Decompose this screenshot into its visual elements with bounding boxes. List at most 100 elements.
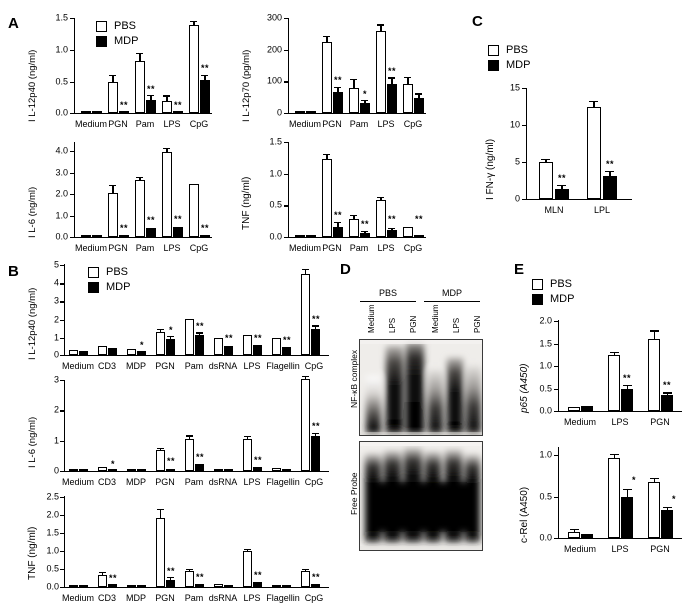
bar-mdp <box>333 92 343 113</box>
gel-row-label-nfkb: NF-κB complex <box>349 349 359 408</box>
gel-group-rule-mdp <box>424 301 480 303</box>
xtick-label: PGN <box>650 544 670 554</box>
chart-a3-ylabel: I L-6 (ng/ml) <box>27 186 38 238</box>
sig-marker: * <box>631 475 637 485</box>
ytick-label: 100 <box>266 75 282 86</box>
bar-mdp <box>173 110 183 113</box>
xtick-label: LPS <box>243 361 261 371</box>
legend-item-mdp: MDP <box>96 35 138 47</box>
gel-group-label-mdp: MDP <box>442 288 462 298</box>
xtick-label: PGN <box>322 243 342 253</box>
xtick-label: LPS <box>243 593 261 603</box>
ytick-label: 0.5 <box>55 76 68 87</box>
sig-marker: ** <box>108 572 118 583</box>
bar-pbs <box>69 584 78 587</box>
sig-marker: ** <box>605 159 615 169</box>
legend-label-mdp: MDP <box>106 280 131 293</box>
xtick-label: Medium <box>74 243 108 253</box>
bar-mdp <box>173 226 183 237</box>
sig-marker: ** <box>557 173 567 183</box>
ytick-label: 0.0 <box>55 107 68 118</box>
ytick-label: 1.0 <box>55 210 68 220</box>
ytick-label: 1 <box>53 435 59 446</box>
ytick-label: 0.5 <box>539 383 552 393</box>
chart-a4-plot: 1.5 1.0 0.5 0.0 ** ** ** ** Medium <box>269 137 426 253</box>
xtick-label: CpG <box>189 119 209 129</box>
bar-mdp <box>108 584 117 587</box>
bar-mdp <box>79 351 88 355</box>
xtick-label: MLN <box>544 205 564 215</box>
xtick-label: Pam <box>184 593 204 603</box>
bar-pbs <box>539 162 553 199</box>
chart-e1-p65: p65 (A450) 2.0 1.5 1.0 0.5 0.0 ** ** Med… <box>500 316 695 434</box>
bar-mdp <box>146 99 156 113</box>
bar-pbs <box>243 438 252 471</box>
legend-label-mdp: MDP <box>506 58 531 71</box>
ytick-label: 1.5 <box>269 136 282 147</box>
xtick-label: MDP <box>126 361 146 371</box>
bar-mdp <box>119 234 129 237</box>
ytick-label: 0 <box>53 349 59 360</box>
ytick-label: 2 <box>53 404 59 415</box>
ytick-label: 4.0 <box>55 145 68 156</box>
sig-marker: ** <box>333 210 343 220</box>
y-axis <box>64 496 66 588</box>
gel-image-nfkb-complex <box>359 339 483 436</box>
bar-mdp <box>224 584 233 587</box>
ytick-label: 0.0 <box>46 581 59 592</box>
sig-marker: ** <box>166 456 176 466</box>
ytick-label: 3.0 <box>55 167 68 177</box>
sig-marker: * <box>671 494 677 504</box>
bar-mdp <box>311 583 320 587</box>
bar-pbs <box>162 151 172 237</box>
bar-pbs <box>127 349 136 355</box>
ytick-label: 3 <box>53 374 59 385</box>
bar-pbs <box>108 81 118 113</box>
x-axis <box>526 198 632 200</box>
bar-mdp <box>282 347 291 355</box>
gel-nfkb-svg <box>360 340 482 435</box>
ytick-label: 0 <box>53 465 59 476</box>
sig-marker: ** <box>387 214 397 224</box>
y-axis <box>288 142 290 238</box>
bar-mdp <box>621 388 633 411</box>
sig-marker: ** <box>282 335 292 345</box>
bar-pbs <box>295 110 305 113</box>
bar-pbs <box>98 574 107 587</box>
legend-swatch-mdp <box>88 281 99 293</box>
y-axis <box>74 18 76 114</box>
ytick-label: 0.0 <box>539 405 552 416</box>
bar-mdp <box>79 468 88 471</box>
chart-a3-plot: 4.0 3.0 2.0 1.0 0.0 ** ** ** ** Medium P… <box>55 142 212 253</box>
xtick-label: dsRNA <box>208 477 238 487</box>
bar-pbs <box>295 234 305 237</box>
legend-swatch-pbs <box>488 44 499 56</box>
bar-mdp <box>108 347 117 355</box>
bar-mdp <box>224 345 233 355</box>
xtick-label: Medium <box>61 361 95 371</box>
y-axis <box>558 447 560 539</box>
ytick-label: 1.5 <box>55 12 68 23</box>
xtick-label: LPS <box>163 243 181 253</box>
bar-pbs <box>81 110 91 113</box>
bar-pbs <box>301 274 310 355</box>
panel-e-letter: E <box>514 261 525 278</box>
xtick-label: LPS <box>243 477 261 487</box>
xtick-label: dsRNA <box>208 361 238 371</box>
chart-a1-plot: 1.5 1.0 0.5 0.0 ** ** ** ** <box>55 13 212 129</box>
ytick-label: 5 <box>53 259 59 270</box>
ytick-label: 1.0 <box>539 449 552 460</box>
xtick-label: LPS <box>611 544 629 554</box>
panel-d: D PBS MDP Medium LPS PGN Medium LPS PGN … <box>334 258 500 609</box>
bar-mdp <box>166 468 175 471</box>
xtick-label: Medium <box>288 119 322 129</box>
bar-pbs <box>214 583 223 587</box>
chart-b2-plot: 3 2 1 0 * ** ** ** <box>54 375 329 487</box>
chart-b3-plot: 2.5 2.0 1.5 1.0 0.5 0.0 ** ** ** <box>46 492 329 603</box>
bar-pbs <box>322 158 332 237</box>
sig-marker: ** <box>146 84 156 94</box>
xtick-label: Medium <box>61 593 95 603</box>
bar-pbs <box>376 31 386 113</box>
bar-pbs <box>214 468 223 471</box>
xtick-label: LPS <box>163 119 181 129</box>
